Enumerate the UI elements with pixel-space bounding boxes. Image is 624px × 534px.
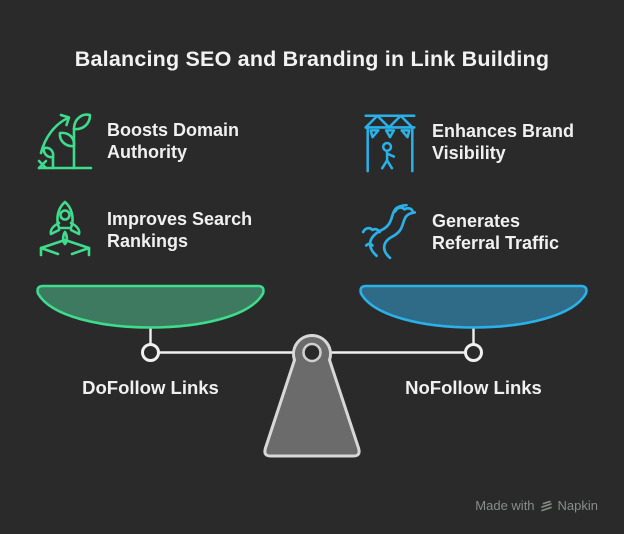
nofollow-pan	[359, 284, 588, 329]
feature-label: Boosts Domain Authority	[107, 119, 240, 163]
beam-pivots	[141, 343, 483, 362]
made-with-napkin-credit: Made with Napkin	[475, 498, 598, 513]
napkin-logo-icon	[540, 500, 553, 512]
page-title: Balancing SEO and Branding in Link Build…	[74, 47, 550, 71]
feature-improves-search-rankings: Improves Search Rankings	[36, 197, 252, 263]
balance-scale	[36, 284, 588, 458]
feature-label: Enhances Brand Visibility	[432, 120, 575, 164]
feature-label: Improves Search Rankings	[107, 208, 253, 252]
feature-generates-referral-traffic: Generates Referral Traffic	[361, 199, 559, 265]
dofollow-pan	[36, 284, 265, 329]
napkin-brand-text: Napkin	[557, 498, 598, 513]
nofollow-links-label: NoFollow Links	[405, 377, 542, 398]
river-icon	[361, 199, 419, 265]
made-with-text: Made with	[475, 498, 535, 513]
fulcrum	[263, 334, 361, 458]
dofollow-links-label: DoFollow Links	[82, 377, 219, 398]
growth-icon	[36, 108, 94, 174]
stage-icon	[361, 109, 419, 175]
feature-enhances-brand-visibility: Enhances Brand Visibility	[361, 109, 574, 175]
feature-label: Generates Referral Traffic	[432, 210, 560, 254]
fulcrum-hole	[302, 342, 322, 363]
feature-boosts-domain-authority: Boosts Domain Authority	[36, 108, 239, 174]
rocket-icon	[36, 197, 94, 263]
